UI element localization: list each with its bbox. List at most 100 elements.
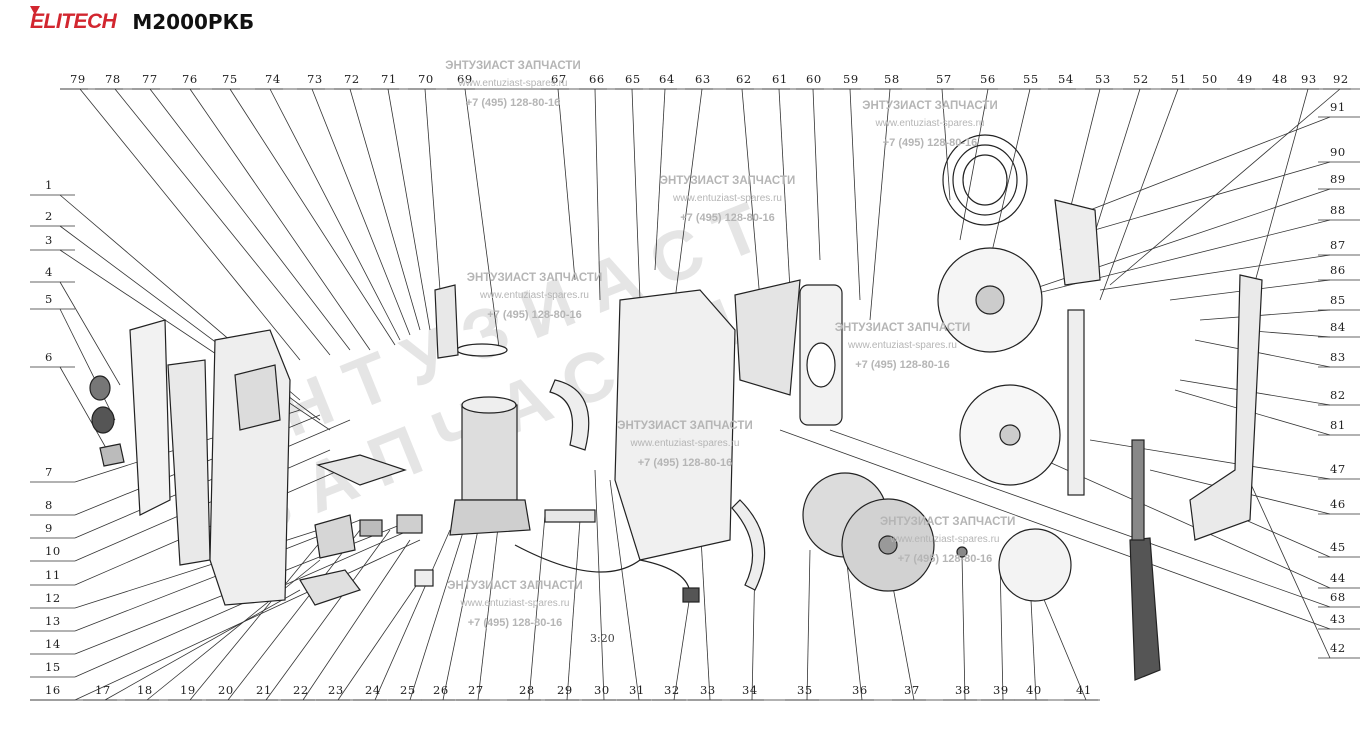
callout-27: 27: [468, 683, 484, 697]
callout-88: 88: [1330, 203, 1346, 217]
leader-line: [849, 88, 861, 301]
callout-82: 82: [1330, 388, 1346, 402]
leader-line: [1239, 459, 1331, 659]
leader-line: [989, 88, 1031, 261]
callout-71: 71: [381, 72, 397, 86]
callout-53: 53: [1095, 72, 1111, 86]
callout-77: 77: [142, 72, 158, 86]
leader-line: [59, 308, 116, 421]
brand-header: ELITECH M2000РКБ: [30, 6, 255, 34]
wheel-cap-part: [998, 528, 1072, 602]
callout-16: 16: [45, 683, 61, 697]
leader-line: [337, 579, 421, 701]
motor-part: [461, 404, 518, 501]
clip-block-part: [414, 569, 434, 587]
leader-line: [1039, 589, 1087, 701]
threaded-adapter-part: [396, 514, 423, 534]
callout-5: 5: [45, 292, 53, 306]
leader-line: [778, 88, 791, 291]
leader-line: [269, 88, 401, 341]
callout-78: 78: [105, 72, 121, 86]
callout-73: 73: [307, 72, 323, 86]
leader-line: [959, 88, 989, 241]
connector-part: [359, 519, 383, 537]
leader-line: [1089, 116, 1331, 211]
lens-part: [91, 406, 115, 434]
leader-line: [442, 519, 481, 701]
callout-64: 64: [659, 72, 675, 86]
callout-3: 3: [45, 233, 53, 247]
callout-86: 86: [1330, 263, 1346, 277]
callout-41: 41: [1076, 683, 1092, 697]
callout-87: 87: [1330, 238, 1346, 252]
leader-line: [59, 366, 111, 456]
callout-59: 59: [843, 72, 859, 86]
callout-33: 33: [700, 683, 716, 697]
leader-line: [999, 559, 1004, 701]
inner-bracket-part: [734, 279, 801, 396]
callout-89: 89: [1330, 172, 1346, 186]
callout-2: 2: [45, 209, 53, 223]
leader-line: [631, 88, 641, 301]
callout-55: 55: [1023, 72, 1039, 86]
callout-37: 37: [904, 683, 920, 697]
callout-44: 44: [1330, 571, 1346, 585]
callout-84: 84: [1330, 320, 1346, 334]
callout-52: 52: [1133, 72, 1149, 86]
bottom-bracket-part: [299, 569, 361, 606]
leader-line: [1099, 254, 1331, 291]
callout-85: 85: [1330, 293, 1346, 307]
leader-line: [146, 559, 321, 701]
callout-70: 70: [418, 72, 434, 86]
base-plate-part: [316, 454, 407, 486]
callout-56: 56: [980, 72, 996, 86]
callout-57: 57: [936, 72, 952, 86]
callout-74: 74: [265, 72, 281, 86]
callout-46: 46: [1330, 497, 1346, 511]
leader-line: [387, 88, 431, 331]
leader-line: [844, 544, 863, 701]
power-cable-part: [514, 544, 691, 596]
callout-51: 51: [1171, 72, 1187, 86]
callout-47: 47: [1330, 462, 1346, 476]
leader-line: [189, 88, 371, 351]
callout-35: 35: [797, 683, 813, 697]
callout-79: 79: [70, 72, 86, 86]
leader-line: [265, 529, 391, 701]
callout-6: 6: [45, 350, 53, 364]
callout-50: 50: [1202, 72, 1218, 86]
model-title: M2000РКБ: [132, 10, 255, 34]
callout-14: 14: [45, 637, 61, 651]
clip-part: [99, 443, 125, 467]
leader-line: [829, 429, 1331, 608]
leader-line: [464, 88, 501, 356]
leader-line: [1059, 161, 1331, 241]
leader-line: [349, 88, 421, 331]
side-panel-part: [167, 359, 211, 566]
leader-line: [609, 479, 640, 701]
leader-line: [941, 88, 951, 201]
leader-line: [104, 589, 301, 701]
seal-plate-part: [456, 343, 508, 357]
leader-line: [374, 529, 451, 701]
leader-line: [741, 88, 761, 301]
leader-line: [1009, 219, 1331, 301]
leader-line: [654, 88, 666, 271]
leader-line: [594, 469, 605, 701]
callout-38: 38: [955, 683, 971, 697]
leader-line: [409, 509, 471, 701]
callout-66: 66: [589, 72, 605, 86]
callout-49: 49: [1237, 72, 1253, 86]
leader-line: [961, 554, 966, 701]
callout-76: 76: [182, 72, 198, 86]
hose-holder-tube-part: [1067, 309, 1085, 496]
callout-34: 34: [742, 683, 758, 697]
callout-72: 72: [344, 72, 360, 86]
callout-10: 10: [45, 544, 61, 558]
callout-42: 42: [1330, 641, 1346, 655]
callout-75: 75: [222, 72, 238, 86]
